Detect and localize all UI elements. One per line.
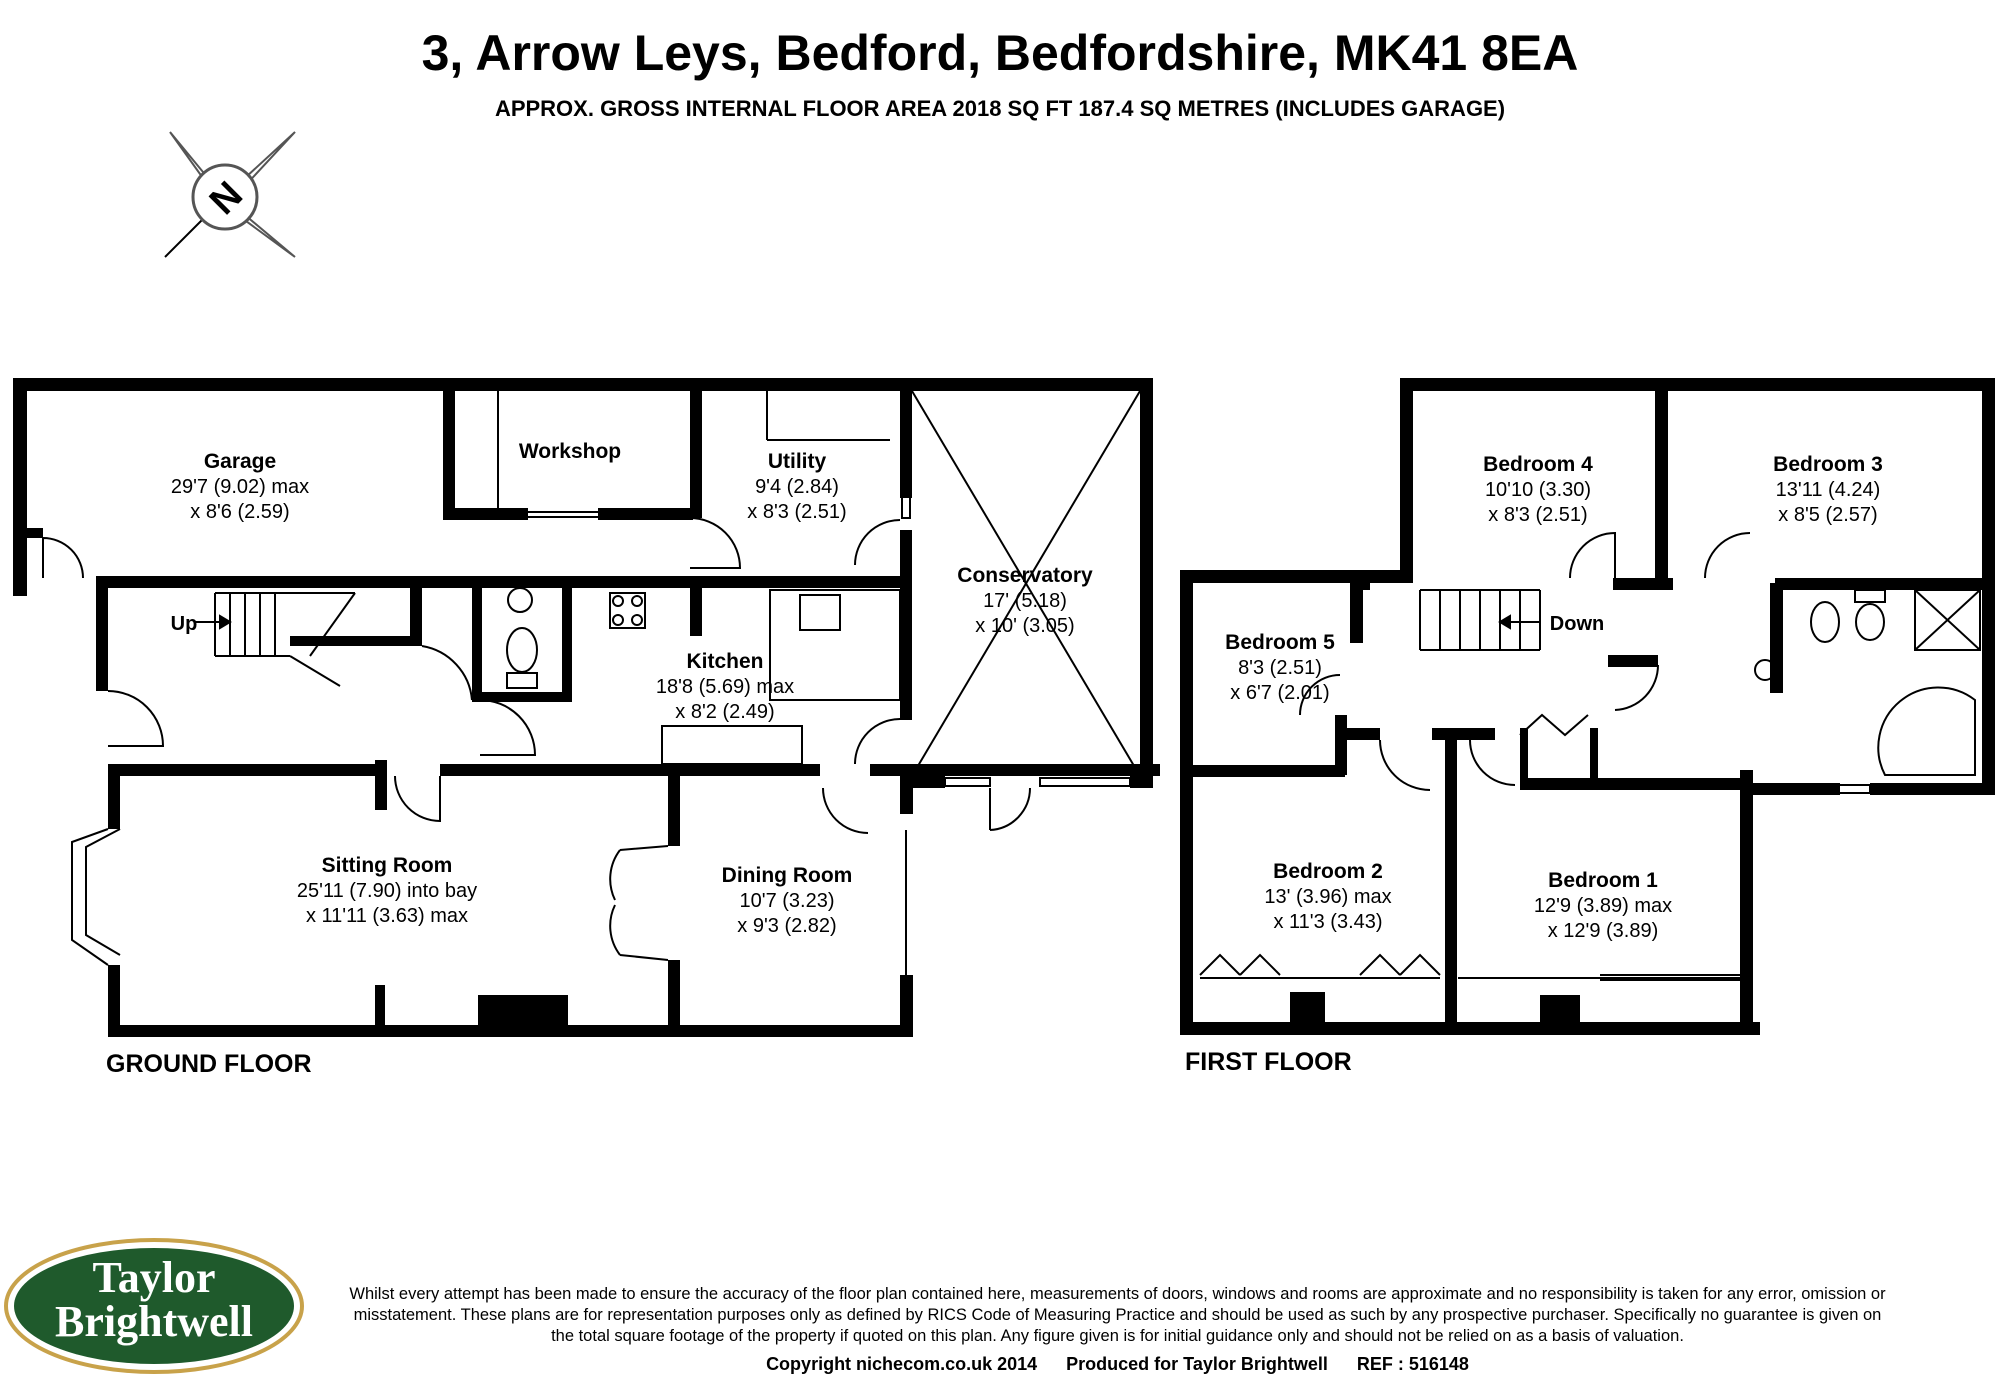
room-dimension: x 6'7 (2.01): [1230, 682, 1329, 704]
room-dimension: 12'9 (3.89) max: [1534, 895, 1672, 917]
taylor-brightwell-logo: [4, 1238, 304, 1374]
room-kitchen: Kitchen 18'8 (5.69) max x 8'2 (2.49): [656, 650, 794, 723]
room-dimension: 29'7 (9.02) max: [171, 476, 309, 498]
room-name: Kitchen: [686, 650, 763, 673]
logo-line-2: Brightwell: [55, 1297, 253, 1346]
first-floor-label: FIRST FLOOR: [1185, 1048, 1352, 1076]
logo-line-1: Taylor: [92, 1253, 216, 1302]
room-name: Conservatory: [957, 564, 1093, 587]
room-workshop: Workshop: [519, 440, 621, 463]
room-dimension: x 8'3 (2.51): [1488, 504, 1587, 526]
produced-for-text: Produced for Taylor Brightwell: [1066, 1354, 1328, 1374]
room-name: Bedroom 5: [1225, 631, 1335, 654]
ground-floor-walls: [13, 378, 1160, 1037]
room-dining: Dining Room 10'7 (3.23) x 9'3 (2.82): [722, 864, 853, 937]
reference-text: REF : 516148: [1356, 1354, 1469, 1374]
room-sitting: Sitting Room 25'11 (7.90) into bay x 11'…: [297, 854, 477, 927]
room-dimension: 8'3 (2.51): [1238, 657, 1322, 679]
room-dimension: 18'8 (5.69) max: [656, 676, 794, 698]
disclaimer-text: Whilst every attempt has been made to en…: [349, 1285, 1886, 1345]
room-name: Bedroom 1: [1548, 869, 1658, 892]
room-dimension: x 9'3 (2.82): [737, 915, 836, 937]
room-conservatory: Conservatory 17' (5.18) x 10' (3.05): [957, 564, 1093, 637]
first-floor-details: [1185, 420, 1988, 990]
room-name: Bedroom 4: [1483, 453, 1593, 476]
floor-area-summary: APPROX. GROSS INTERNAL FLOOR AREA 2018 S…: [494, 96, 1506, 121]
ground-floor-label: GROUND FLOOR: [106, 1050, 312, 1078]
room-dimension: x 8'6 (2.59): [190, 501, 289, 523]
room-dimension: x 10' (3.05): [975, 615, 1074, 637]
copyright-line: Copyright nichecom.co.uk 2014 Produced f…: [345, 1354, 1890, 1375]
room-dimension: 17' (5.18): [983, 590, 1067, 612]
room-bedroom3: Bedroom 3 13'11 (4.24) x 8'5 (2.57): [1773, 453, 1883, 526]
room-name: Sitting Room: [322, 854, 453, 877]
ground-floor-details: [19, 390, 1152, 975]
room-dimension: 10'10 (3.30): [1485, 479, 1591, 501]
room-bedroom4: Bedroom 4 10'10 (3.30) x 8'3 (2.51): [1483, 453, 1593, 526]
property-address: 3, Arrow Leys, Bedford, Bedfordshire, MK…: [421, 25, 1579, 81]
room-dimension: 13'11 (4.24): [1776, 479, 1881, 501]
copyright-text: Copyright nichecom.co.uk 2014: [766, 1354, 1038, 1374]
room-bedroom5: Bedroom 5 8'3 (2.51) x 6'7 (2.01): [1225, 631, 1335, 704]
room-dimension: x 8'3 (2.51): [747, 501, 846, 523]
room-name: Garage: [204, 450, 276, 473]
room-dimension: 9'4 (2.84): [755, 476, 839, 498]
room-name: Workshop: [519, 440, 621, 463]
compass-icon: N: [164, 131, 296, 258]
room-dimension: x 8'5 (2.57): [1778, 504, 1877, 526]
room-dimension: 13' (3.96) max: [1264, 886, 1391, 908]
room-dimension: 25'11 (7.90) into bay: [297, 880, 477, 902]
room-name: Utility: [768, 450, 827, 473]
room-dimension: x 11'11 (3.63) max: [306, 905, 468, 927]
room-name: Bedroom 3: [1773, 453, 1883, 476]
room-bedroom1: Bedroom 1 12'9 (3.89) max x 12'9 (3.89): [1534, 869, 1672, 942]
room-labels: Garage 29'7 (9.02) max x 8'6 (2.59) Work…: [171, 440, 1883, 942]
logo-oval: [14, 1248, 294, 1364]
stairs-up-label: Up: [171, 613, 198, 635]
stairs-down-label: Down: [1550, 613, 1604, 635]
room-dimension: x 11'3 (3.43): [1273, 911, 1382, 933]
room-dimension: 10'7 (3.23): [740, 890, 835, 912]
room-garage: Garage 29'7 (9.02) max x 8'6 (2.59): [171, 450, 309, 523]
logo-text: Taylor Brightwell: [4, 1256, 304, 1344]
room-dimension: x 8'2 (2.49): [675, 701, 774, 723]
room-dimension: x 12'9 (3.89): [1548, 920, 1659, 942]
room-name: Bedroom 2: [1273, 860, 1383, 883]
room-utility: Utility 9'4 (2.84) x 8'3 (2.51): [747, 450, 846, 523]
room-name: Dining Room: [722, 864, 853, 887]
room-bedroom2: Bedroom 2 13' (3.96) max x 11'3 (3.43): [1264, 860, 1391, 933]
